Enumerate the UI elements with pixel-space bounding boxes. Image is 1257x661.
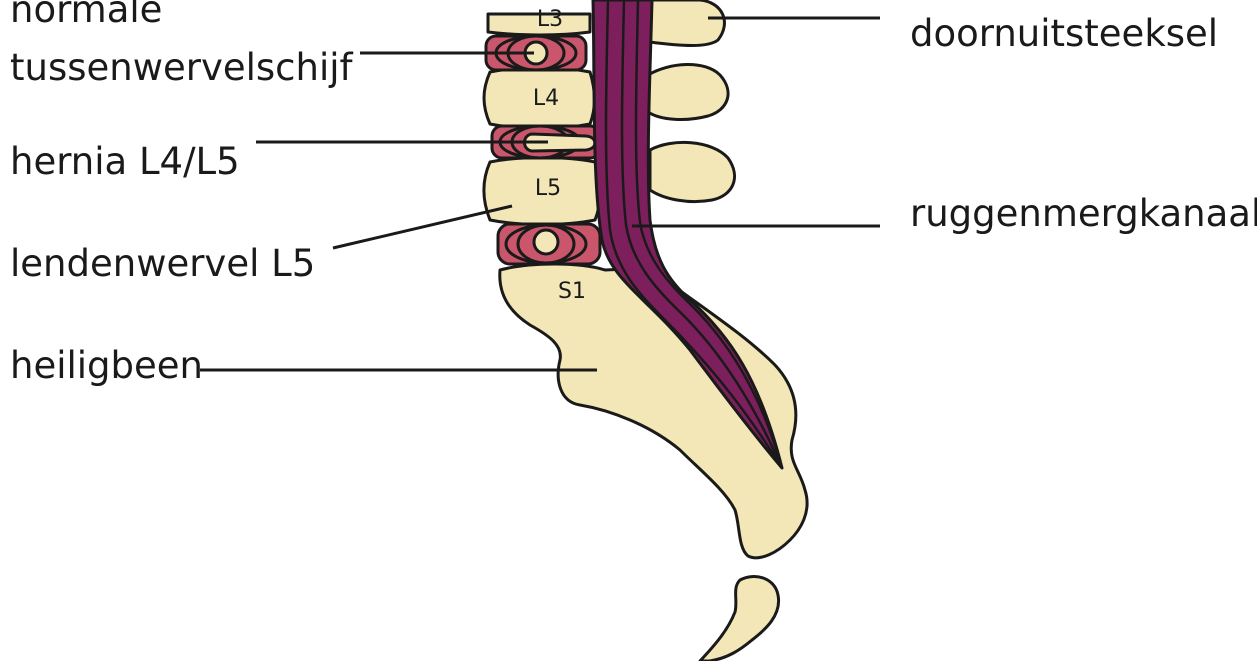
spinous-process-l4 bbox=[648, 64, 728, 119]
label-lumbar-vertebra: lendenwervel L5 bbox=[10, 242, 315, 285]
disc-nucleus bbox=[534, 230, 558, 254]
vertebra-label-l4: L4 bbox=[533, 86, 559, 111]
disc-l5-s1 bbox=[498, 224, 600, 264]
spinous-processes bbox=[640, 0, 735, 202]
label-spinal-canal: ruggenmergkanaal bbox=[910, 192, 1257, 235]
label-spinous-process: doornuitsteeksel bbox=[910, 12, 1218, 55]
leader-lumbar-vertebra bbox=[333, 206, 512, 248]
label-hernia: hernia L4/L5 bbox=[10, 140, 240, 183]
label-normal-disc-line2: tussenwervelschijf bbox=[10, 46, 354, 89]
label-sacrum: heiligbeen bbox=[10, 344, 203, 387]
label-normal-disc-line1: normale bbox=[10, 0, 162, 31]
vertebra-label-l3: L3 bbox=[537, 7, 563, 32]
vertebra-label-s1: S1 bbox=[558, 279, 586, 304]
spinous-process-l5 bbox=[650, 142, 735, 201]
coccyx-bone bbox=[700, 576, 779, 661]
vertebra-label-l5: L5 bbox=[535, 176, 561, 201]
